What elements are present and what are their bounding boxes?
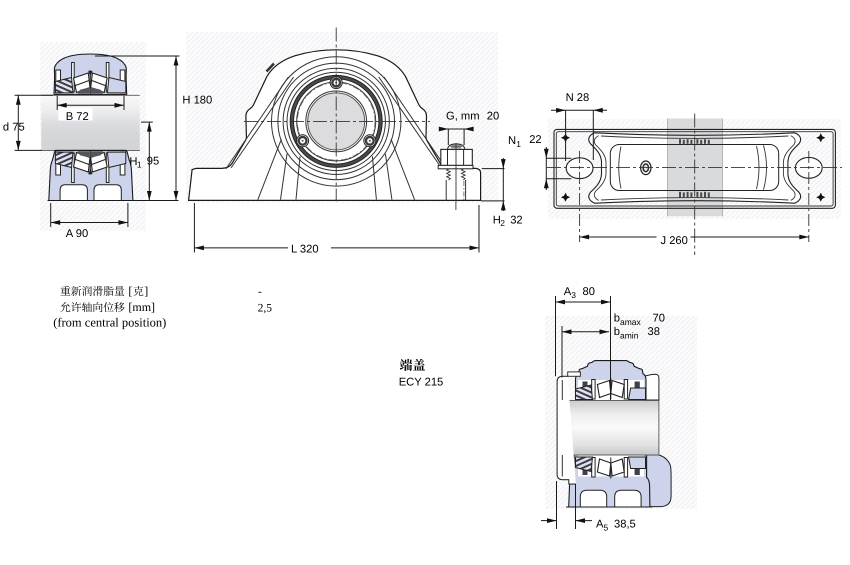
svg-text:38: 38 [648,326,660,338]
svg-text:amin: amin [620,331,639,341]
svg-text:b: b [614,313,620,325]
svg-text:b: b [614,326,620,338]
svg-text:70: 70 [653,313,665,325]
svg-text:32: 32 [510,214,522,226]
svg-text:2: 2 [500,218,505,228]
svg-text:2,5: 2,5 [258,303,273,315]
svg-text:N: N [508,135,516,147]
svg-text:G, mm: G, mm [446,111,480,123]
svg-text:20: 20 [487,111,499,123]
svg-text:1: 1 [516,139,521,149]
svg-text:H: H [129,156,137,168]
svg-text:A: A [564,286,572,298]
svg-text:80: 80 [583,286,595,298]
svg-text:N 28: N 28 [566,92,590,104]
svg-text:d 75: d 75 [3,121,25,133]
svg-text:5: 5 [604,522,609,532]
svg-text:3: 3 [571,290,576,300]
svg-text:]: ] [144,284,148,298]
svg-text:B 72: B 72 [66,111,89,123]
svg-text:(from central position): (from central position) [53,316,166,330]
svg-text:ECY 215: ECY 215 [399,376,444,388]
svg-text:[: [ [128,284,132,298]
svg-text:95: 95 [147,155,159,167]
svg-text:H 180: H 180 [182,94,212,106]
svg-text:A: A [596,519,604,531]
svg-text:[mm]: [mm] [128,300,155,314]
svg-text:38,5: 38,5 [614,519,636,531]
svg-text:amax: amax [620,317,642,327]
svg-text:-: - [258,286,262,298]
svg-text:1: 1 [137,160,142,170]
svg-text:L 320: L 320 [291,243,319,255]
svg-text:22: 22 [529,134,541,146]
svg-text:H: H [493,214,501,226]
svg-text:J 260: J 260 [661,235,688,247]
svg-text:A 90: A 90 [66,228,88,240]
